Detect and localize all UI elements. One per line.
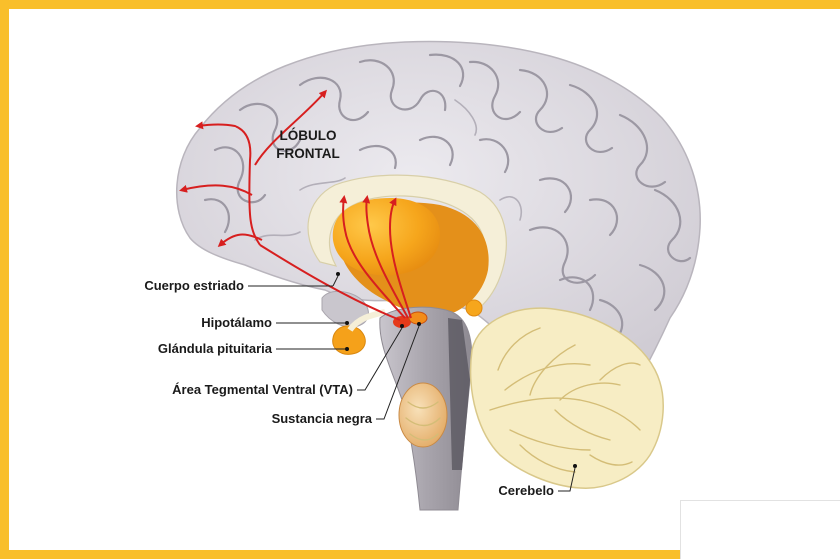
substantia-nigra xyxy=(409,312,427,324)
diagram-canvas: LÓBULO FRONTAL Cuerpo estriado Hipotálam… xyxy=(9,9,840,550)
frontal-lobe-label-line1: LÓBULO xyxy=(280,128,337,143)
brain-diagram: LÓBULO FRONTAL Cuerpo estriado Hipotálam… xyxy=(9,9,840,550)
striatum xyxy=(333,198,440,275)
hypothalamus-label: Hipotálamo xyxy=(201,315,272,330)
vta-label: Área Tegmental Ventral (VTA) xyxy=(172,382,353,397)
mammillary-body xyxy=(466,300,482,316)
pituitary-label: Glándula pituitaria xyxy=(158,341,273,356)
substantia-nigra-label: Sustancia negra xyxy=(272,411,373,426)
striatum-label: Cuerpo estriado xyxy=(144,278,244,293)
pons xyxy=(399,383,447,447)
cerebellum-label: Cerebelo xyxy=(498,483,554,498)
frontal-lobe-label-line2: FRONTAL xyxy=(276,146,340,161)
pituitary-gland xyxy=(333,326,366,354)
corner-card xyxy=(680,500,840,559)
